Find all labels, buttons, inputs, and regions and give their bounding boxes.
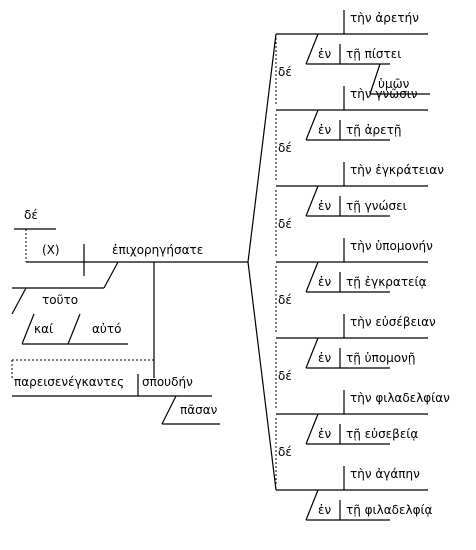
- prep-text-5: ἐν: [318, 427, 331, 441]
- object-text-4: τὴν εὐσέβειαν: [350, 315, 436, 329]
- prep-object-text-6: τῇ φιλαδελφίᾳ: [346, 503, 433, 517]
- prep-slant-6: [305, 489, 319, 521]
- kai: καί: [34, 322, 53, 336]
- main-verb: ἐπιχορηγήσατε: [112, 243, 203, 257]
- prep-text-2: ἐν: [318, 199, 331, 213]
- spoudin: σπουδήν: [142, 375, 193, 389]
- mod-text-0: ὑμῶν: [378, 77, 410, 91]
- mod-slant-0: [369, 63, 381, 95]
- auto-slant: [67, 313, 81, 345]
- conj-text-4: δέ: [278, 369, 292, 383]
- prep-text-3: ἐν: [318, 275, 331, 289]
- chain-spine-lower: [247, 261, 277, 491]
- conj-text-0: δέ: [278, 65, 292, 79]
- prep-slant-3: [305, 261, 319, 293]
- prep-text-0: ἐν: [318, 47, 331, 61]
- prep-object-text-2: τῇ γνώσει: [346, 199, 407, 213]
- object-text-3: τὴν ὑπομονήν: [350, 239, 433, 253]
- prep-slant-2: [305, 185, 319, 217]
- subject-x: (X): [42, 243, 60, 257]
- prep-object-text-1: τῇ ἀρετῇ: [346, 123, 402, 137]
- pasan-slant: [161, 395, 177, 425]
- prep-object-text-3: τῇ ἐγκρατείᾳ: [346, 275, 427, 289]
- pareisenegkantes: παρεισενέγκαντες: [14, 375, 124, 389]
- prep-text-6: ἐν: [318, 503, 331, 517]
- conj-text-1: δέ: [278, 141, 292, 155]
- prep-object-text-4: τῇ ὑπομονῇ: [346, 351, 415, 365]
- kai-slant: [21, 313, 35, 345]
- conj-text-5: δέ: [278, 445, 292, 459]
- touto: τοῦτο: [42, 293, 78, 307]
- touto-left-slant: [11, 287, 27, 315]
- object-text-0: τὴν ἀρετήν: [350, 11, 419, 25]
- prep-slant-4: [305, 337, 319, 369]
- pasan: πᾶσαν: [180, 403, 218, 417]
- conjunction-de-left: δέ: [24, 208, 38, 222]
- prep-text-1: ἐν: [318, 123, 331, 137]
- object-text-5: τὴν φιλαδελφίαν: [350, 391, 450, 405]
- prep-text-4: ἐν: [318, 351, 331, 365]
- prep-object-text-5: τῇ εὐσεβείᾳ: [346, 427, 418, 441]
- conj-text-3: δέ: [278, 293, 292, 307]
- conj-text-2: δέ: [278, 217, 292, 231]
- prep-slant-0: [305, 33, 319, 65]
- object-text-2: τὴν ἐγκράτειαν: [350, 163, 444, 177]
- object-text-6: τὴν ἀγάπην: [350, 467, 420, 481]
- object-chain: τὴν ἀρετήν ἐν τῇ πίστει ὑμῶν δέ τὴν γνῶσιν ἐν τ…: [275, 10, 450, 521]
- prep-slant-1: [305, 109, 319, 141]
- touto-slant: [103, 261, 119, 289]
- prep-object-text-0: τῇ πίστει: [346, 47, 401, 61]
- object-text-1: τὴν γνῶσιν: [350, 87, 418, 101]
- prep-slant-5: [305, 413, 319, 445]
- chain-spine-upper: [247, 33, 277, 263]
- auto: αὐτό: [92, 322, 121, 336]
